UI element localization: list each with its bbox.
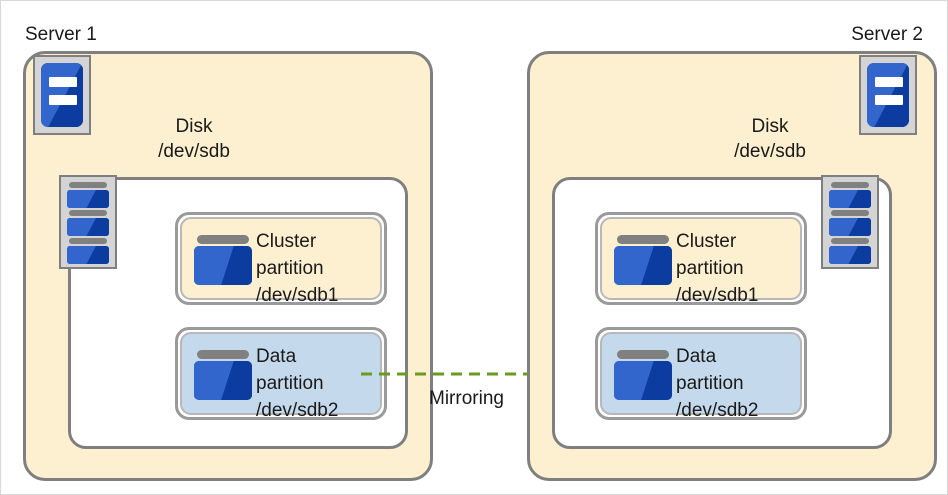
disk-platter-icon — [614, 235, 672, 285]
server-1-box: Disk /dev/sdb Cluster partition /dev/sdb… — [23, 51, 433, 481]
server-1-disk-label-line2: /dev/sdb — [158, 141, 230, 162]
server-1-disk-box: Cluster partition /dev/sdb1 Data partiti… — [68, 177, 408, 449]
disk-platter-icon — [194, 235, 252, 285]
server-1-data-partition-line3: /dev/sdb2 — [256, 400, 339, 421]
server-2-cluster-partition-line3: /dev/sdb1 — [676, 285, 759, 306]
server-2-data-partition-box: Data partition /dev/sdb2 — [595, 327, 807, 421]
server-1-cluster-partition-line1: Cluster — [256, 231, 317, 252]
server-2-data-partition-line1: Data — [676, 346, 717, 367]
server-1-unit-icon — [33, 55, 91, 135]
server-2-unit-icon — [859, 55, 917, 135]
server-1-disk-array-icon — [59, 175, 117, 269]
server-2-disk-box: Cluster partition /dev/sdb1 Data partiti… — [552, 177, 892, 449]
mirroring-label: Mirroring — [429, 388, 504, 409]
server-2-cluster-partition-box: Cluster partition /dev/sdb1 — [595, 212, 807, 306]
server-2-disk-array-icon — [821, 175, 879, 269]
disk-platter-icon — [194, 350, 252, 400]
server-1-data-partition-line2: partition — [256, 373, 324, 394]
server-1-data-partition-line1: Data — [256, 346, 297, 367]
server-1-cluster-partition-line3: /dev/sdb1 — [256, 285, 339, 306]
server-2-disk-label-line2: /dev/sdb — [734, 141, 806, 162]
server-2-label: Server 2 — [851, 24, 923, 45]
disk-platter-icon — [614, 350, 672, 400]
server-2-cluster-partition-line2: partition — [676, 258, 744, 279]
server-2-data-partition-line2: partition — [676, 373, 744, 394]
server-1-cluster-partition-line2: partition — [256, 258, 324, 279]
server-2-data-partition-line3: /dev/sdb2 — [676, 400, 759, 421]
server-2-disk-label-line1: Disk — [751, 116, 789, 137]
server-1-disk-label-line1: Disk — [175, 116, 213, 137]
server-1-label: Server 1 — [25, 24, 97, 45]
server-1-cluster-partition-box: Cluster partition /dev/sdb1 — [175, 212, 387, 306]
server-2-cluster-partition-line1: Cluster — [676, 231, 737, 252]
server-1-data-partition-box: Data partition /dev/sdb2 — [175, 327, 387, 421]
